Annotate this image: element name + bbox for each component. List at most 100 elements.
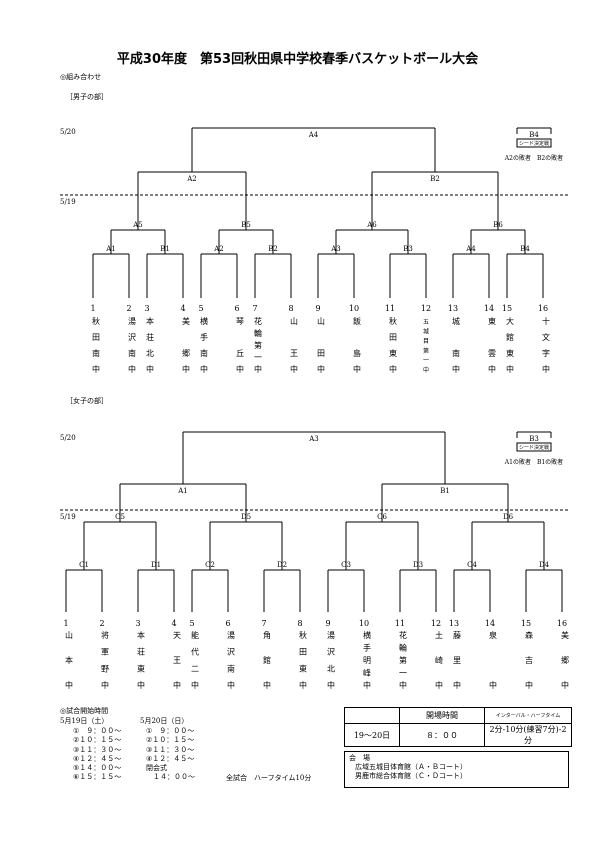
girls-team-15-char-2: 吉 <box>525 656 533 665</box>
schedule-table: 開場時間 インターバル・ハーフタイム 19～20日 ８：００ 2分-10分(練習… <box>344 707 572 747</box>
girls-team-2-char-4: 中 <box>101 680 109 690</box>
boys-r3-label-2: B2 <box>430 175 440 183</box>
boys-team-13-char-1: 城 <box>452 317 460 326</box>
girls-seed-note: シード決定戦 <box>519 444 549 451</box>
boys-team-12-char-1: 五 <box>423 319 429 326</box>
boys-team-6-char-3: 丘 <box>236 349 244 358</box>
girls-team-1-char-3: 中 <box>65 680 73 690</box>
girls-team-13-char-2: 里 <box>453 656 461 665</box>
boys-team-num-14: 14 <box>484 304 494 313</box>
boys-seed-note-box <box>516 138 552 148</box>
boys-team-15-char-4: 中 <box>506 364 514 374</box>
girls-team-num-10: 10 <box>359 619 369 628</box>
girls-team-7-char-2: 館 <box>263 655 271 665</box>
venue-label: 会 場 <box>349 754 370 762</box>
boys-team-2-char-4: 中 <box>128 364 136 374</box>
schedule-days: 19～20日 <box>344 723 400 747</box>
boys-team-4-char-3: 郷 <box>182 349 190 358</box>
boys-team-13-char-3: 南 <box>452 348 460 358</box>
boys-team-6-char-1: 琴 <box>236 317 244 326</box>
girls-team-4-char-2: 王 <box>173 656 181 665</box>
girls-team-3-char-2: 荘 <box>137 647 145 657</box>
girls-team-8-char-4: 中 <box>299 680 307 690</box>
girls-team-num-7: 7 <box>261 619 266 628</box>
girls-team-10-char-5: 中 <box>363 680 371 690</box>
times-note: 全試合 ハーフタイム10分 <box>226 774 312 782</box>
girls-team-8-char-3: 東 <box>299 663 307 673</box>
day2-slot-2: ②１０：１５～ <box>146 736 195 745</box>
boys-team-5-char-2: 手 <box>200 332 208 342</box>
boys-team-4-char-4: 中 <box>182 364 190 374</box>
boys-team-num-10: 10 <box>349 304 359 313</box>
boys-team-1-char-3: 南 <box>92 348 100 358</box>
boys-team-12-char-3: 目 <box>423 338 429 345</box>
boys-team-15-char-2: 館 <box>506 332 514 342</box>
boys-team-3-char-4: 中 <box>146 364 154 374</box>
page-title: 平成30年度 第53回秋田県中学校春季バスケットボール大会 <box>116 52 479 67</box>
boys-seed-label: B4 <box>529 131 539 139</box>
girls-team-6-char-2: 沢 <box>227 648 235 657</box>
girls-r3-label-2: B1 <box>440 487 450 495</box>
girls-team-7-char-3: 中 <box>263 680 271 690</box>
girls-team-14-char-3: 中 <box>489 680 497 690</box>
boys-team-1-char-2: 田 <box>92 333 100 342</box>
day1-slot-1: ① ９：００～ <box>73 727 122 735</box>
boys-team-16-char-4: 中 <box>542 364 550 374</box>
boys-team-11-char-4: 中 <box>389 364 397 374</box>
girls-team-16-char-1: 美 <box>561 630 569 640</box>
venue-box: 会 場 広域五城目体育館（Ａ・Ｂコート） 男鹿市総合体育館（Ｃ・Ｄコート） <box>344 751 569 788</box>
boys-team-12-char-6: 中 <box>423 366 429 374</box>
girls-team-9-char-1: 湯 <box>327 630 335 640</box>
boys-team-1-char-1: 秋 <box>92 316 100 326</box>
boys-team-7-char-2: 輪 <box>254 328 262 338</box>
girls-team-8-char-2: 田 <box>299 648 307 657</box>
boys-team-11-char-2: 田 <box>389 333 397 342</box>
girls-team-15-char-1: 森 <box>525 630 533 640</box>
boys-team-7-char-3: 第 <box>254 340 262 350</box>
boys-team-8-char-4: 中 <box>290 364 298 374</box>
boys-team-num-16: 16 <box>538 304 548 313</box>
girls-team-15-char-3: 中 <box>525 680 533 690</box>
girls-team-1-char-2: 本 <box>65 655 73 665</box>
boys-team-1-char-4: 中 <box>92 364 100 374</box>
boys-team-9-char-3: 田 <box>317 349 325 358</box>
boys-team-5-char-1: 横 <box>200 316 208 326</box>
boys-team-11-char-1: 秋 <box>389 316 397 326</box>
schedule-open: ８：００ <box>399 723 485 747</box>
girls-team-4-char-1: 天 <box>173 631 181 640</box>
boys-team-num-8: 8 <box>288 304 293 313</box>
boys-team-num-9: 9 <box>315 304 320 313</box>
boys-team-13-char-4: 中 <box>452 364 460 374</box>
boys-team-14-char-4: 中 <box>488 364 496 374</box>
girls-team-num-8: 8 <box>297 619 302 628</box>
boys-final-label: A4 <box>308 131 319 139</box>
girls-team-num-11: 11 <box>395 619 405 628</box>
day1-label: 5月19日（土） <box>60 717 109 725</box>
girls-team-12-char-1: 土 <box>435 630 443 640</box>
girls-team-14-char-1: 泉 <box>489 630 497 640</box>
girls-team-num-14: 14 <box>485 619 495 628</box>
girls-team-num-2: 2 <box>99 619 104 628</box>
girls-team-9-char-4: 中 <box>327 680 335 690</box>
times-heading: ◎試合開始時間 <box>60 707 109 715</box>
boys-team-num-3: 3 <box>144 304 149 313</box>
girls-team-num-15: 15 <box>521 619 531 628</box>
schedule-blank <box>344 707 400 724</box>
girls-team-num-3: 3 <box>135 619 140 628</box>
girls-team-6-char-1: 湯 <box>227 630 235 640</box>
boys-team-12-char-4: 第 <box>423 347 429 355</box>
girls-team-2-char-3: 野 <box>101 664 109 673</box>
girls-label: ［女子の部］ <box>66 397 108 405</box>
boys-team-6-char-4: 中 <box>236 364 244 374</box>
girls-team-13-char-1: 藤 <box>453 630 461 640</box>
day1-slot-6: ⑥１５：１５～ <box>73 773 122 782</box>
girls-team-7-char-1: 角 <box>263 630 271 640</box>
boys-team-16-char-2: 文 <box>542 332 550 342</box>
girls-team-11-char-1: 花 <box>399 630 407 640</box>
boys-team-7-char-1: 花 <box>254 316 262 326</box>
venue-line-2: 男鹿市総合体育館（Ｃ・Ｄコート） <box>355 772 467 780</box>
boys-label: ［男子の部］ <box>66 93 108 101</box>
day1-slot-4: ④１２：４５～ <box>73 754 122 763</box>
girls-team-11-char-4: 一 <box>399 669 407 678</box>
girls-team-4-char-3: 中 <box>173 680 181 690</box>
